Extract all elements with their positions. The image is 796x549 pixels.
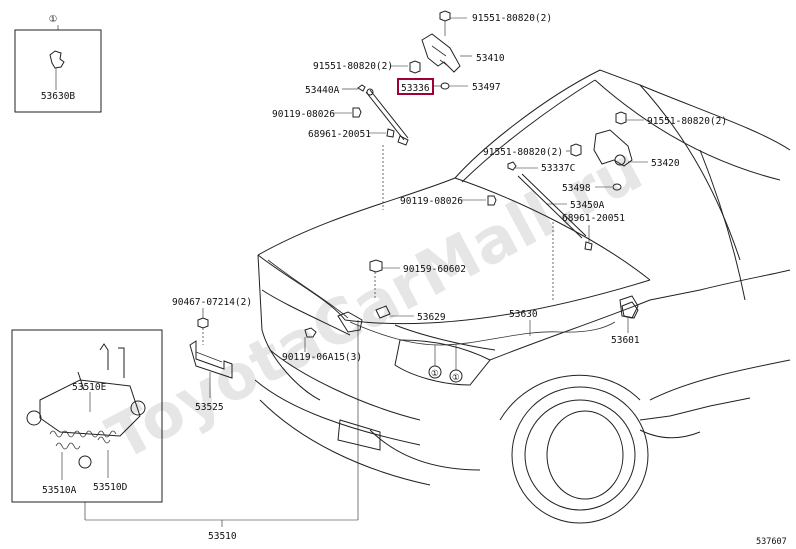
label-91551-mid: 91551-80820(2) xyxy=(483,147,563,158)
hinge-right-group: 91551-80820(2) 53420 91551-80820(2) 5333… xyxy=(400,111,727,300)
label-53450a: 53450A xyxy=(570,200,605,211)
inset-box-clip: ① 53630B xyxy=(14,14,102,113)
label-53440a: 53440A xyxy=(305,85,340,96)
label-53630b: 53630B xyxy=(41,91,76,102)
vehicle-body: ① ① xyxy=(254,69,791,524)
lower-parts-group: 90159-60602 53629 53630 53601 90467-0721… xyxy=(172,259,640,520)
label-53630: 53630 xyxy=(509,309,538,320)
circle-marker-2: ① xyxy=(452,373,460,383)
label-90119-b: 90119-08026 xyxy=(400,196,463,207)
label-91551-right: 91551-80820(2) xyxy=(647,116,727,127)
label-53420: 53420 xyxy=(651,158,680,169)
label-53510a: 53510A xyxy=(42,485,77,496)
label-53336: 53336 xyxy=(401,83,430,94)
label-53525: 53525 xyxy=(195,402,224,413)
label-90159: 90159-60602 xyxy=(403,264,466,275)
label-53510: 53510 xyxy=(208,531,237,542)
label-53337c: 53337C xyxy=(541,163,575,174)
label-53497: 53497 xyxy=(472,82,501,93)
label-53601: 53601 xyxy=(611,335,640,346)
label-90467: 90467-07214(2) xyxy=(172,297,252,308)
label-53629: 53629 xyxy=(417,312,446,323)
clip-part-icon xyxy=(49,50,65,90)
label-53510d: 53510D xyxy=(93,482,128,493)
circle-marker-1: ① xyxy=(431,369,439,379)
label-90119-a: 90119-08026 xyxy=(272,109,335,120)
label-68961-a: 68961-20051 xyxy=(308,129,371,140)
label-68961-b: 68961-20051 xyxy=(562,213,625,224)
inset-box-hood-lock: 53510E 53510A 53510D 53510 xyxy=(11,329,358,542)
inset-callout-marker: ① xyxy=(49,14,58,25)
label-53410: 53410 xyxy=(476,53,505,64)
label-91551-left: 91551-80820(2) xyxy=(313,61,393,72)
label-53510e: 53510E xyxy=(72,382,107,393)
label-53498: 53498 xyxy=(562,183,591,194)
label-90119-c: 90119-06A15(3) xyxy=(282,352,362,363)
label-91551-top: 91551-80820(2) xyxy=(472,13,552,24)
hinge-left-group: 91551-80820(2) 53410 91551-80820(2) 5333… xyxy=(272,10,552,210)
highlight-box-53336 xyxy=(397,78,434,95)
diagram-id: 537607 xyxy=(756,537,787,547)
